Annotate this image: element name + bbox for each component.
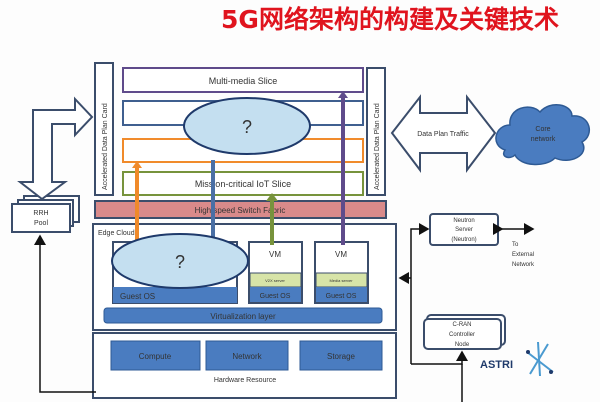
storage-block — [299, 340, 383, 371]
left-data-plan-card — [94, 62, 114, 196]
fronthaul-bent-arrow — [17, 96, 94, 201]
storage-label: Storage — [327, 352, 356, 361]
left-card-label: Accelerated Data Plan Card — [102, 103, 109, 190]
network-block — [205, 340, 289, 371]
guest-os-hidden-label: Guest OS — [120, 292, 155, 301]
rrh-label-2: Pool — [34, 220, 48, 227]
multimedia-slice-label: Multi-media Slice — [209, 76, 278, 86]
compute-block — [110, 340, 201, 371]
data-plan-traffic-label: Data Plan Traffic — [417, 131, 469, 138]
neutron-label-1: Neutron — [453, 218, 474, 224]
vm-1-label: VM — [269, 250, 281, 259]
data-plan-traffic-arrow — [390, 94, 497, 173]
unknown-mark-top: ? — [242, 117, 252, 137]
external-label-3: Network — [512, 262, 535, 268]
vm-2: VM Media server Guest OS — [314, 241, 369, 304]
slice-arrows — [132, 91, 348, 245]
right-data-plan-card — [366, 67, 386, 196]
vm-1: VM V2X server Guest OS — [248, 241, 303, 304]
vm-1-os: Guest OS — [260, 293, 291, 300]
core-network-label-1: Core — [535, 126, 550, 133]
vm-1-app: V2X server — [265, 278, 285, 283]
unknown-mark-bottom: ? — [175, 252, 185, 272]
iot-slice — [122, 171, 364, 196]
right-card-label: Accelerated Data Plan Card — [374, 103, 381, 190]
unknown-ellipse-top — [183, 97, 311, 155]
vm-2-label: VM — [335, 250, 347, 259]
multimedia-slice — [122, 67, 364, 93]
guest-os-hidden — [113, 287, 237, 303]
edge-cloud-label: Edge Cloud — [98, 230, 135, 237]
virtualization-layer — [103, 307, 383, 324]
neutron-label-2: Server — [455, 227, 473, 233]
astri-logo: ASTRI — [480, 341, 554, 377]
core-network-label-2: network — [531, 136, 556, 143]
switch-fabric — [94, 200, 387, 219]
control-lines — [34, 223, 468, 402]
neutron-label-3: (Neutron) — [451, 237, 476, 243]
compute-label: Compute — [139, 352, 172, 361]
cran-label-1: C-RAN — [453, 322, 472, 328]
rrh-pool: RRH Pool — [11, 195, 80, 233]
network-label: Network — [232, 352, 262, 361]
external-label-1: To — [512, 242, 519, 248]
external-label-2: External — [512, 252, 534, 258]
core-network-cloud — [495, 104, 591, 166]
hardware-resource-label: Hardware Resource — [214, 377, 276, 384]
iot-slice-label: Mission-critical IoT Slice — [195, 179, 291, 189]
vm-2-os: Guest OS — [326, 293, 357, 300]
page-title: 5G网络架构的构建及关键技术 — [221, 5, 559, 34]
virtualization-layer-label: Virtualization layer — [210, 312, 276, 321]
cran-controller-box — [423, 318, 502, 350]
switch-fabric-label: High speed Switch Fabric — [195, 206, 286, 215]
cran-label-2: Controller — [449, 332, 475, 338]
astri-logo-text: ASTRI — [480, 359, 513, 371]
unknown-ellipse-bottom — [111, 233, 249, 289]
cran-label-3: Node — [455, 342, 470, 348]
vm-2-app: Media server — [329, 278, 353, 283]
rrh-label-1: RRH — [33, 210, 48, 217]
